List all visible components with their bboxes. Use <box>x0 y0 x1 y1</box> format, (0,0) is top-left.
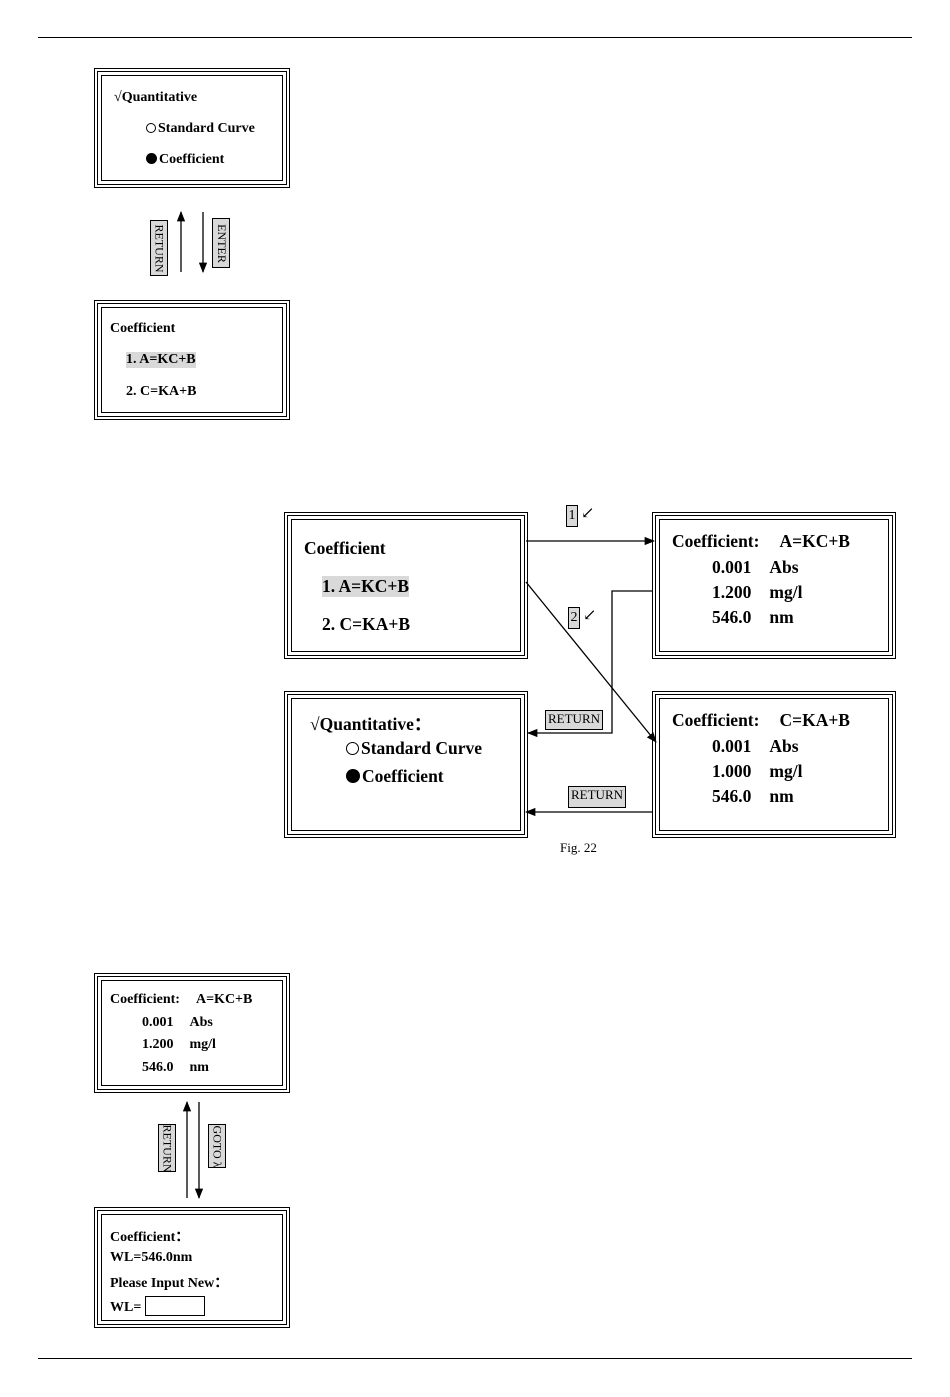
fig22-menu-item-1: 1. A=KC+B <box>322 576 410 597</box>
key2-arrow <box>525 581 657 743</box>
top-rule <box>38 37 912 38</box>
fig22-coefficient-option: Coefficient <box>346 766 444 787</box>
key-1-tag: 1 <box>566 505 578 527</box>
figure-caption: Fig. 22 <box>560 840 597 855</box>
radio-empty-icon <box>346 742 359 755</box>
result1-title: Coefficient:A=KC+B <box>672 531 850 551</box>
radio-empty-icon <box>146 123 156 133</box>
fig22-quant-title: √Quantitative： <box>310 714 432 734</box>
wl-screen-title: Coefficient： <box>110 1230 190 1245</box>
coefficient-option: Coefficient <box>146 152 224 168</box>
return-key-3: RETURN <box>158 1124 176 1172</box>
current-wl: WL=546.0nm <box>110 1250 193 1265</box>
standard-curve-option: Standard Curve <box>146 121 255 137</box>
check-icon: √ <box>114 90 122 105</box>
wl-input-row: WL= <box>110 1296 206 1316</box>
fig22-quantitative-screen: √Quantitative： Standard Curve Coefficien… <box>284 691 528 838</box>
fig22-menu-item-2: 2. C=KA+B <box>322 614 411 634</box>
quantitative-screen: √Quantitative Standard Curve Coefficient <box>94 68 290 188</box>
coefficient-title: Coefficient <box>110 321 176 336</box>
fig22-menu-screen: Coefficient 1. A=KC+B 2. C=KA+B <box>284 512 528 659</box>
return-key-1: RETURN <box>545 710 603 730</box>
fig22-menu-title: Coefficient <box>304 538 386 558</box>
wavelength-input-screen: Coefficient： WL=546.0nm Please Input New… <box>94 1207 290 1328</box>
coefficient-menu-screen: Coefficient 1. A=KC+B 2. C=KA+B <box>94 300 290 420</box>
enter-key: ENTER <box>212 218 230 268</box>
goto-lambda-key: GOTO λ <box>208 1124 226 1168</box>
wl-input-field[interactable] <box>145 1296 206 1316</box>
key-1-pointer-icon: ↙ <box>581 505 595 522</box>
quantitative-title: √Quantitative <box>114 90 198 105</box>
key-2-pointer-icon: ↙ <box>583 607 597 624</box>
radio-filled-icon <box>346 769 360 783</box>
menu-item-1: 1. A=KC+B <box>126 352 196 368</box>
menu-item-2: 2. C=KA+B <box>126 384 197 399</box>
key-2-tag: 2 <box>568 607 580 629</box>
input-prompt: Please Input New： <box>110 1276 229 1291</box>
radio-filled-icon <box>146 153 157 164</box>
check-icon: √ <box>310 714 320 734</box>
bottom-rule <box>38 1358 912 1359</box>
result3-title: Coefficient:A=KC+B <box>110 992 253 1007</box>
result2-title: Coefficient:C=KA+B <box>672 710 850 730</box>
return-key: RETURN <box>150 220 168 276</box>
return1-arrow <box>526 590 652 738</box>
return-key-2: RETURN <box>568 786 626 808</box>
fig22-standard-curve-option: Standard Curve <box>346 738 482 759</box>
